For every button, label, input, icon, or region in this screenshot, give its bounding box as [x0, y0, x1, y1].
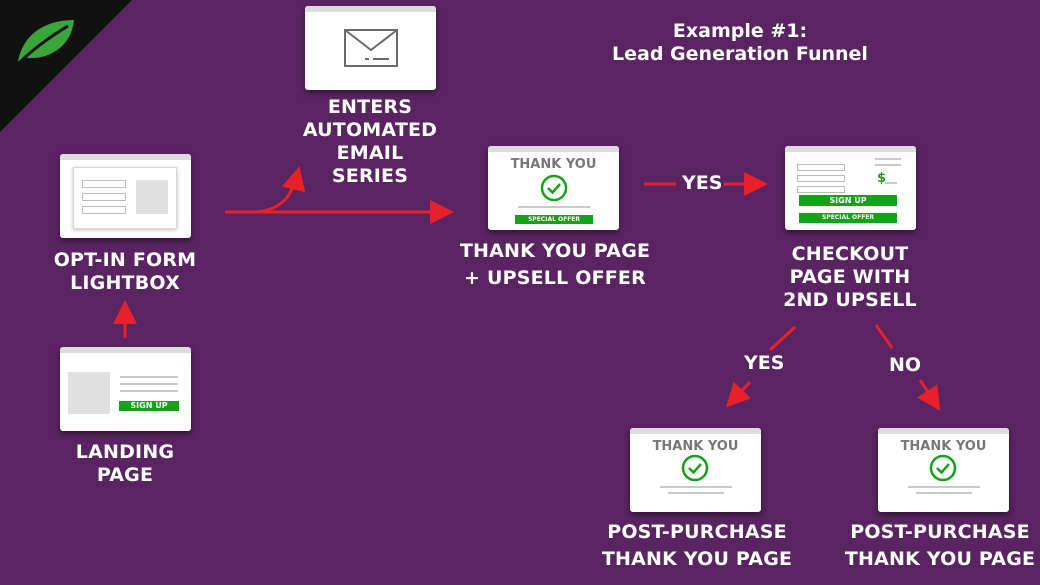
card-top-bar: [878, 428, 1009, 434]
checkmark-icon: [929, 454, 957, 482]
sign-up-button: SIGN UP: [799, 195, 897, 206]
post-no-label-line1: POST-PURCHASE: [850, 521, 1030, 543]
landing-label-line1: LANDING: [75, 441, 175, 463]
post-no-card: THANK YOU: [878, 428, 1009, 512]
arrow-checkout-yes-bottom: [725, 380, 752, 408]
post-yes-label-line2: THANK YOU PAGE: [601, 548, 793, 570]
email-label-line4: SERIES: [331, 165, 409, 187]
checkout-label-line2: PAGE WITH: [789, 266, 911, 288]
card-top-bar: [60, 347, 191, 353]
thankyou-label-line2: + UPSELL OFFER: [464, 267, 646, 289]
lightbox-frame: [73, 167, 177, 229]
thankyou-label: THANK YOU PAGE + UPSELL OFFER: [445, 240, 665, 290]
checkout-card: $ SIGN UP SPECIAL OFFER: [785, 146, 916, 230]
post-yes-card-title: THANK YOU: [652, 439, 739, 454]
checkout-label-line1: CHECKOUT: [791, 243, 909, 265]
text-line: [875, 164, 901, 166]
optin-label-line1: OPT-IN FORM: [53, 249, 197, 271]
envelope-icon: [344, 29, 398, 67]
text-line: [916, 492, 972, 494]
card-top-bar: [60, 154, 191, 160]
post-yes-label-line1: POST-PURCHASE: [607, 521, 787, 543]
text-line: [875, 158, 901, 160]
landing-label-line2: PAGE: [96, 464, 154, 486]
thankyou-label-line1: THANK YOU PAGE: [459, 240, 651, 262]
text-line: [120, 390, 178, 392]
email-label-line1: ENTERS: [327, 96, 413, 118]
sign-up-button: SIGN UP: [119, 401, 179, 411]
checkout-label-line3: 2ND UPSELL: [783, 289, 917, 311]
email-label: ENTERS AUTOMATED EMAIL SERIES: [290, 96, 450, 188]
thankyou-card: THANK YOU SPECIAL OFFER: [488, 146, 619, 230]
diagram-title: Example #1: Lead Generation Funnel: [600, 20, 880, 66]
form-field: [797, 186, 845, 193]
text-line: [660, 486, 732, 488]
checkmark-icon: [540, 174, 568, 202]
title-line2: Lead Generation Funnel: [612, 43, 868, 65]
special-offer-button: SPECIAL OFFER: [515, 215, 593, 224]
post-yes-label: POST-PURCHASE THANK YOU PAGE: [597, 521, 797, 571]
price-line: [885, 182, 897, 184]
form-field: [797, 175, 845, 182]
text-line: [908, 486, 980, 488]
price-dollar-icon: $: [877, 171, 887, 186]
leaf-logo-icon: [16, 20, 74, 66]
email-label-line3: EMAIL: [336, 142, 404, 164]
text-line: [120, 376, 178, 378]
card-top-bar: [785, 146, 916, 152]
title-line1: Example #1:: [672, 20, 808, 42]
arrow-to-email: [254, 166, 306, 214]
checkmark-icon: [681, 454, 709, 482]
edge-label-yes-post: YES: [744, 352, 785, 374]
special-offer-button: SPECIAL OFFER: [799, 213, 897, 223]
arrow-checkout-no-bottom: [917, 379, 941, 412]
form-field: [797, 164, 845, 171]
text-line: [518, 206, 590, 208]
checkout-label: CHECKOUT PAGE WITH 2ND UPSELL: [760, 243, 940, 312]
image-placeholder: [68, 372, 110, 414]
text-line: [120, 383, 178, 385]
edge-label-no-post: NO: [889, 354, 922, 376]
arrow-checkout-yes-top: [768, 325, 797, 352]
thankyou-card-title: THANK YOU: [510, 157, 597, 172]
post-no-label: POST-PURCHASE THANK YOU PAGE: [840, 521, 1040, 571]
edge-label-yes-checkout: YES: [682, 172, 723, 194]
arrow-checkout-no-top: [874, 324, 894, 349]
landing-card: SIGN UP: [60, 347, 191, 431]
email-card: [305, 6, 436, 90]
card-top-bar: [488, 146, 619, 152]
card-top-bar: [630, 428, 761, 434]
post-yes-card: THANK YOU: [630, 428, 761, 512]
landing-label: LANDING PAGE: [45, 441, 205, 487]
post-no-card-title: THANK YOU: [900, 439, 987, 454]
form-field: [82, 206, 126, 214]
post-no-label-line2: THANK YOU PAGE: [844, 548, 1036, 570]
optin-label-line2: LIGHTBOX: [70, 272, 180, 294]
image-placeholder: [136, 180, 168, 214]
text-line: [668, 492, 724, 494]
optin-label: OPT-IN FORM LIGHTBOX: [40, 249, 210, 295]
email-label-line2: AUTOMATED: [302, 119, 438, 141]
form-field: [82, 180, 126, 188]
optin-card: [60, 154, 191, 238]
card-top-bar: [305, 6, 436, 12]
form-field: [82, 193, 126, 201]
